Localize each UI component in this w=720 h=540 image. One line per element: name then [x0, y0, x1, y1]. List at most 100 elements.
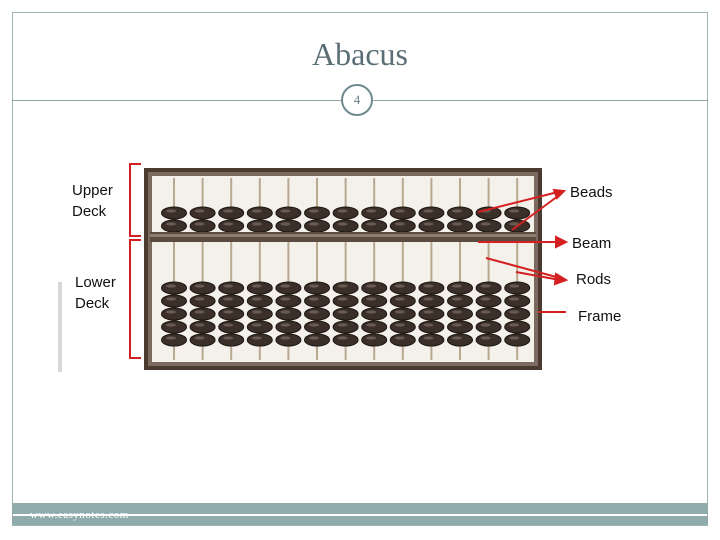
bead-highlight: [337, 222, 348, 226]
bead: [161, 219, 187, 233]
bead: [161, 320, 187, 334]
bead: [304, 294, 330, 308]
bead-highlight: [280, 323, 291, 327]
bead-highlight: [166, 209, 176, 213]
bead-highlight: [194, 284, 205, 288]
bead: [218, 294, 245, 308]
upper-deck-label-line1: Upper: [72, 182, 113, 199]
bead-highlight: [223, 310, 234, 314]
bead: [275, 206, 302, 220]
bead-highlight: [394, 310, 405, 314]
bead: [304, 206, 330, 220]
bead: [389, 206, 416, 220]
bead-highlight: [251, 222, 262, 226]
bead-highlight: [194, 310, 205, 314]
beam-label: Beam: [572, 235, 612, 252]
bead-highlight: [194, 297, 205, 301]
bead: [389, 281, 416, 295]
bead: [246, 307, 273, 321]
page-number: 4: [353, 92, 361, 107]
frame-outline: [144, 168, 542, 370]
bead: [475, 219, 502, 233]
bead: [504, 281, 531, 295]
bead-highlight: [194, 222, 205, 226]
rods-label: Rods: [576, 271, 612, 288]
bead-highlight: [452, 297, 462, 301]
bead: [304, 219, 330, 233]
bead: [418, 219, 445, 233]
bead: [218, 320, 245, 334]
bead-highlight: [452, 209, 462, 213]
bead-highlight: [452, 284, 462, 288]
bead-highlight: [480, 323, 491, 327]
upper-deck-label: Upper Deck: [72, 180, 113, 222]
bead: [189, 219, 216, 233]
bead: [389, 320, 416, 334]
bead: [332, 219, 359, 233]
bead-highlight: [223, 297, 234, 301]
bead: [447, 219, 473, 233]
bead: [447, 206, 473, 220]
bead: [189, 206, 216, 220]
bead: [504, 206, 531, 220]
page-number-badge: 4: [341, 84, 373, 116]
bead-highlight: [166, 323, 176, 327]
bead-highlight: [423, 284, 434, 288]
bead-highlight: [366, 323, 377, 327]
bead: [418, 333, 445, 347]
bead: [332, 206, 359, 220]
title-rule-right: [373, 100, 708, 101]
bead: [161, 281, 187, 295]
bead: [304, 281, 330, 295]
bead: [361, 294, 388, 308]
bead: [189, 307, 216, 321]
bead: [361, 307, 388, 321]
bead-highlight: [423, 336, 434, 340]
rods-arrowhead: [553, 272, 569, 286]
bead-highlight: [166, 284, 176, 288]
bead: [304, 307, 330, 321]
bead-highlight: [394, 297, 405, 301]
beam-arrowhead: [555, 235, 569, 249]
bead-highlight: [452, 222, 462, 226]
bead-highlight: [309, 336, 319, 340]
bead: [246, 320, 273, 334]
bead-highlight: [223, 284, 234, 288]
bead-highlight: [423, 310, 434, 314]
bead-highlight: [394, 222, 405, 226]
bead-highlight: [194, 209, 205, 213]
bead: [475, 294, 502, 308]
bead: [218, 281, 245, 295]
bead: [475, 281, 502, 295]
bead-highlight: [423, 297, 434, 301]
beads-pointer-2: [511, 195, 559, 231]
bead: [361, 281, 388, 295]
bead: [275, 333, 302, 347]
bead-highlight: [309, 222, 319, 226]
edge-mark: [58, 282, 62, 372]
bead: [475, 333, 502, 347]
bead-highlight: [194, 336, 205, 340]
bead: [418, 294, 445, 308]
bead: [218, 333, 245, 347]
bead: [418, 307, 445, 321]
bead-highlight: [452, 336, 462, 340]
upper-deck-label-line2: Deck: [72, 203, 107, 220]
bead: [389, 294, 416, 308]
bead: [332, 320, 359, 334]
bead-highlight: [337, 336, 348, 340]
bead-highlight: [166, 336, 176, 340]
bead: [447, 281, 473, 295]
bead: [332, 307, 359, 321]
bead: [447, 320, 473, 334]
bead-highlight: [480, 222, 491, 226]
bead: [161, 294, 187, 308]
bead: [161, 206, 187, 220]
bead-highlight: [280, 222, 291, 226]
bead: [332, 281, 359, 295]
bead-highlight: [366, 284, 377, 288]
bead: [418, 320, 445, 334]
bead-highlight: [452, 323, 462, 327]
bead-highlight: [309, 297, 319, 301]
